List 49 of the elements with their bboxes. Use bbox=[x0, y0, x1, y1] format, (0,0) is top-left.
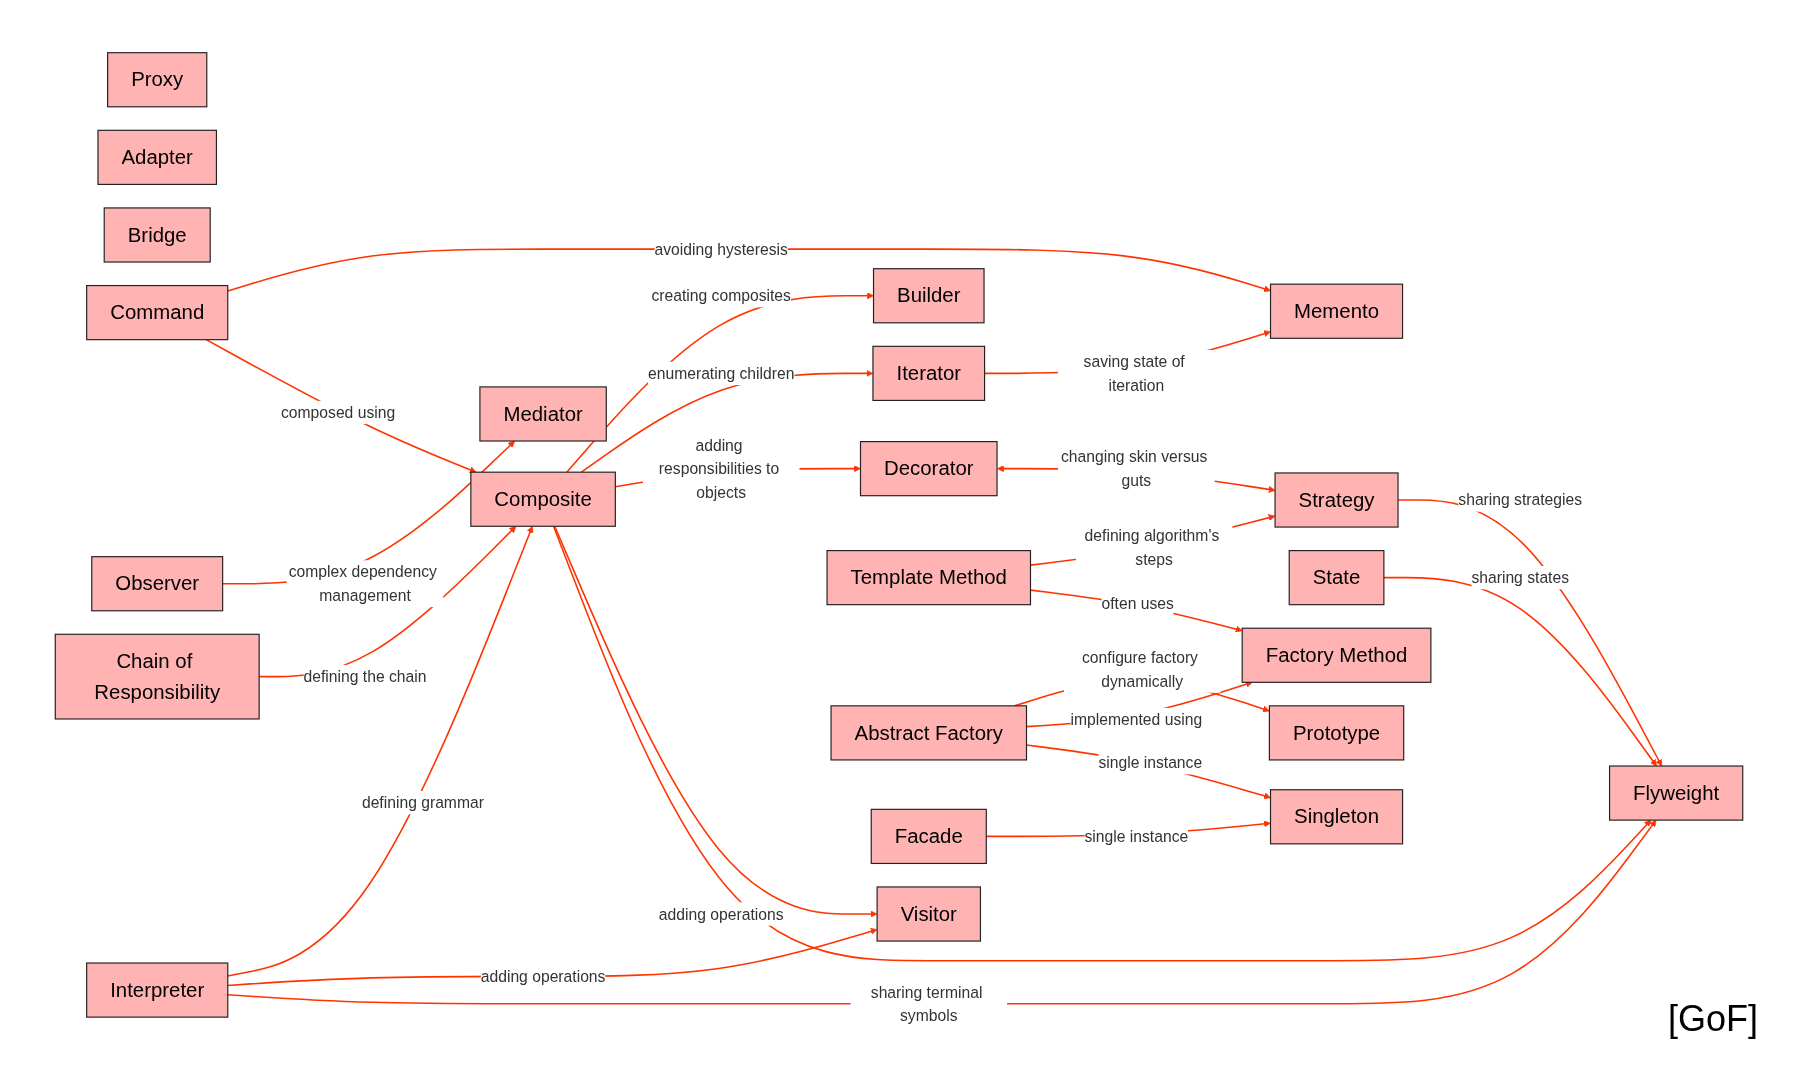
arrow bbox=[205, 338, 477, 474]
arrow bbox=[1383, 576, 1657, 767]
edge-label: creating composites bbox=[651, 287, 791, 305]
edge-label: often uses bbox=[1101, 594, 1174, 613]
edge-label: defining the chain bbox=[303, 668, 427, 686]
node-box: Interpreter bbox=[86, 962, 229, 1018]
node-box: Command bbox=[86, 284, 229, 341]
node-box: Abstract Factory bbox=[830, 705, 1028, 761]
node-box: Bridge bbox=[103, 207, 211, 263]
node-box: Composite bbox=[470, 471, 616, 527]
edge-label: saving state of iteration bbox=[1083, 352, 1185, 394]
node-box: Iterator bbox=[872, 345, 986, 401]
node-box: Chain of Responsibility bbox=[54, 633, 260, 720]
node-box: Strategy bbox=[1274, 472, 1399, 528]
node-box: Memento bbox=[1269, 283, 1404, 339]
edge-label: enumerating children bbox=[647, 364, 795, 382]
arrow bbox=[552, 525, 1652, 962]
edge-label: defining grammar bbox=[361, 794, 484, 812]
node-box: Template Method bbox=[826, 550, 1032, 606]
edge-label: defining algorithm's steps bbox=[1084, 527, 1220, 568]
node-box: Facade bbox=[870, 808, 987, 865]
edge-label: sharing terminal symbols bbox=[870, 983, 983, 1025]
source-note: [GoF] bbox=[1667, 998, 1758, 1039]
edge-label: complex dependency management bbox=[288, 563, 437, 605]
node-box: State bbox=[1288, 550, 1385, 606]
edge-label: adding operations bbox=[480, 967, 606, 985]
node-box: Flyweight bbox=[1608, 765, 1744, 821]
arrow bbox=[553, 525, 878, 918]
node-box: Factory Method bbox=[1241, 627, 1432, 683]
edge-label: sharing strategies bbox=[1458, 491, 1583, 509]
edge-label: single instance bbox=[1098, 754, 1203, 772]
edge-label: composed using bbox=[280, 403, 396, 422]
edge-label: configure factory dynamically bbox=[1082, 648, 1198, 690]
node-box: Proxy bbox=[107, 52, 208, 108]
edge-label: implemented using bbox=[1070, 710, 1203, 729]
node-box: Adapter bbox=[97, 129, 218, 185]
edge-label: adding responsibilities to objects bbox=[658, 436, 780, 501]
node-box: Mediator bbox=[479, 386, 607, 442]
edge-label: single instance bbox=[1084, 827, 1189, 846]
node-box: Observer bbox=[91, 556, 224, 612]
node-box: Singleton bbox=[1269, 789, 1404, 845]
edge-label: sharing states bbox=[1471, 569, 1570, 587]
edge-label: changing skin versus guts bbox=[1060, 448, 1208, 490]
edge-label: avoiding hysteresis bbox=[654, 240, 788, 258]
node-box: Builder bbox=[872, 268, 985, 324]
node-box: Decorator bbox=[859, 441, 998, 497]
node-box: Visitor bbox=[876, 886, 982, 942]
edge-label: adding operations bbox=[658, 905, 784, 923]
node-box: Prototype bbox=[1268, 705, 1405, 761]
